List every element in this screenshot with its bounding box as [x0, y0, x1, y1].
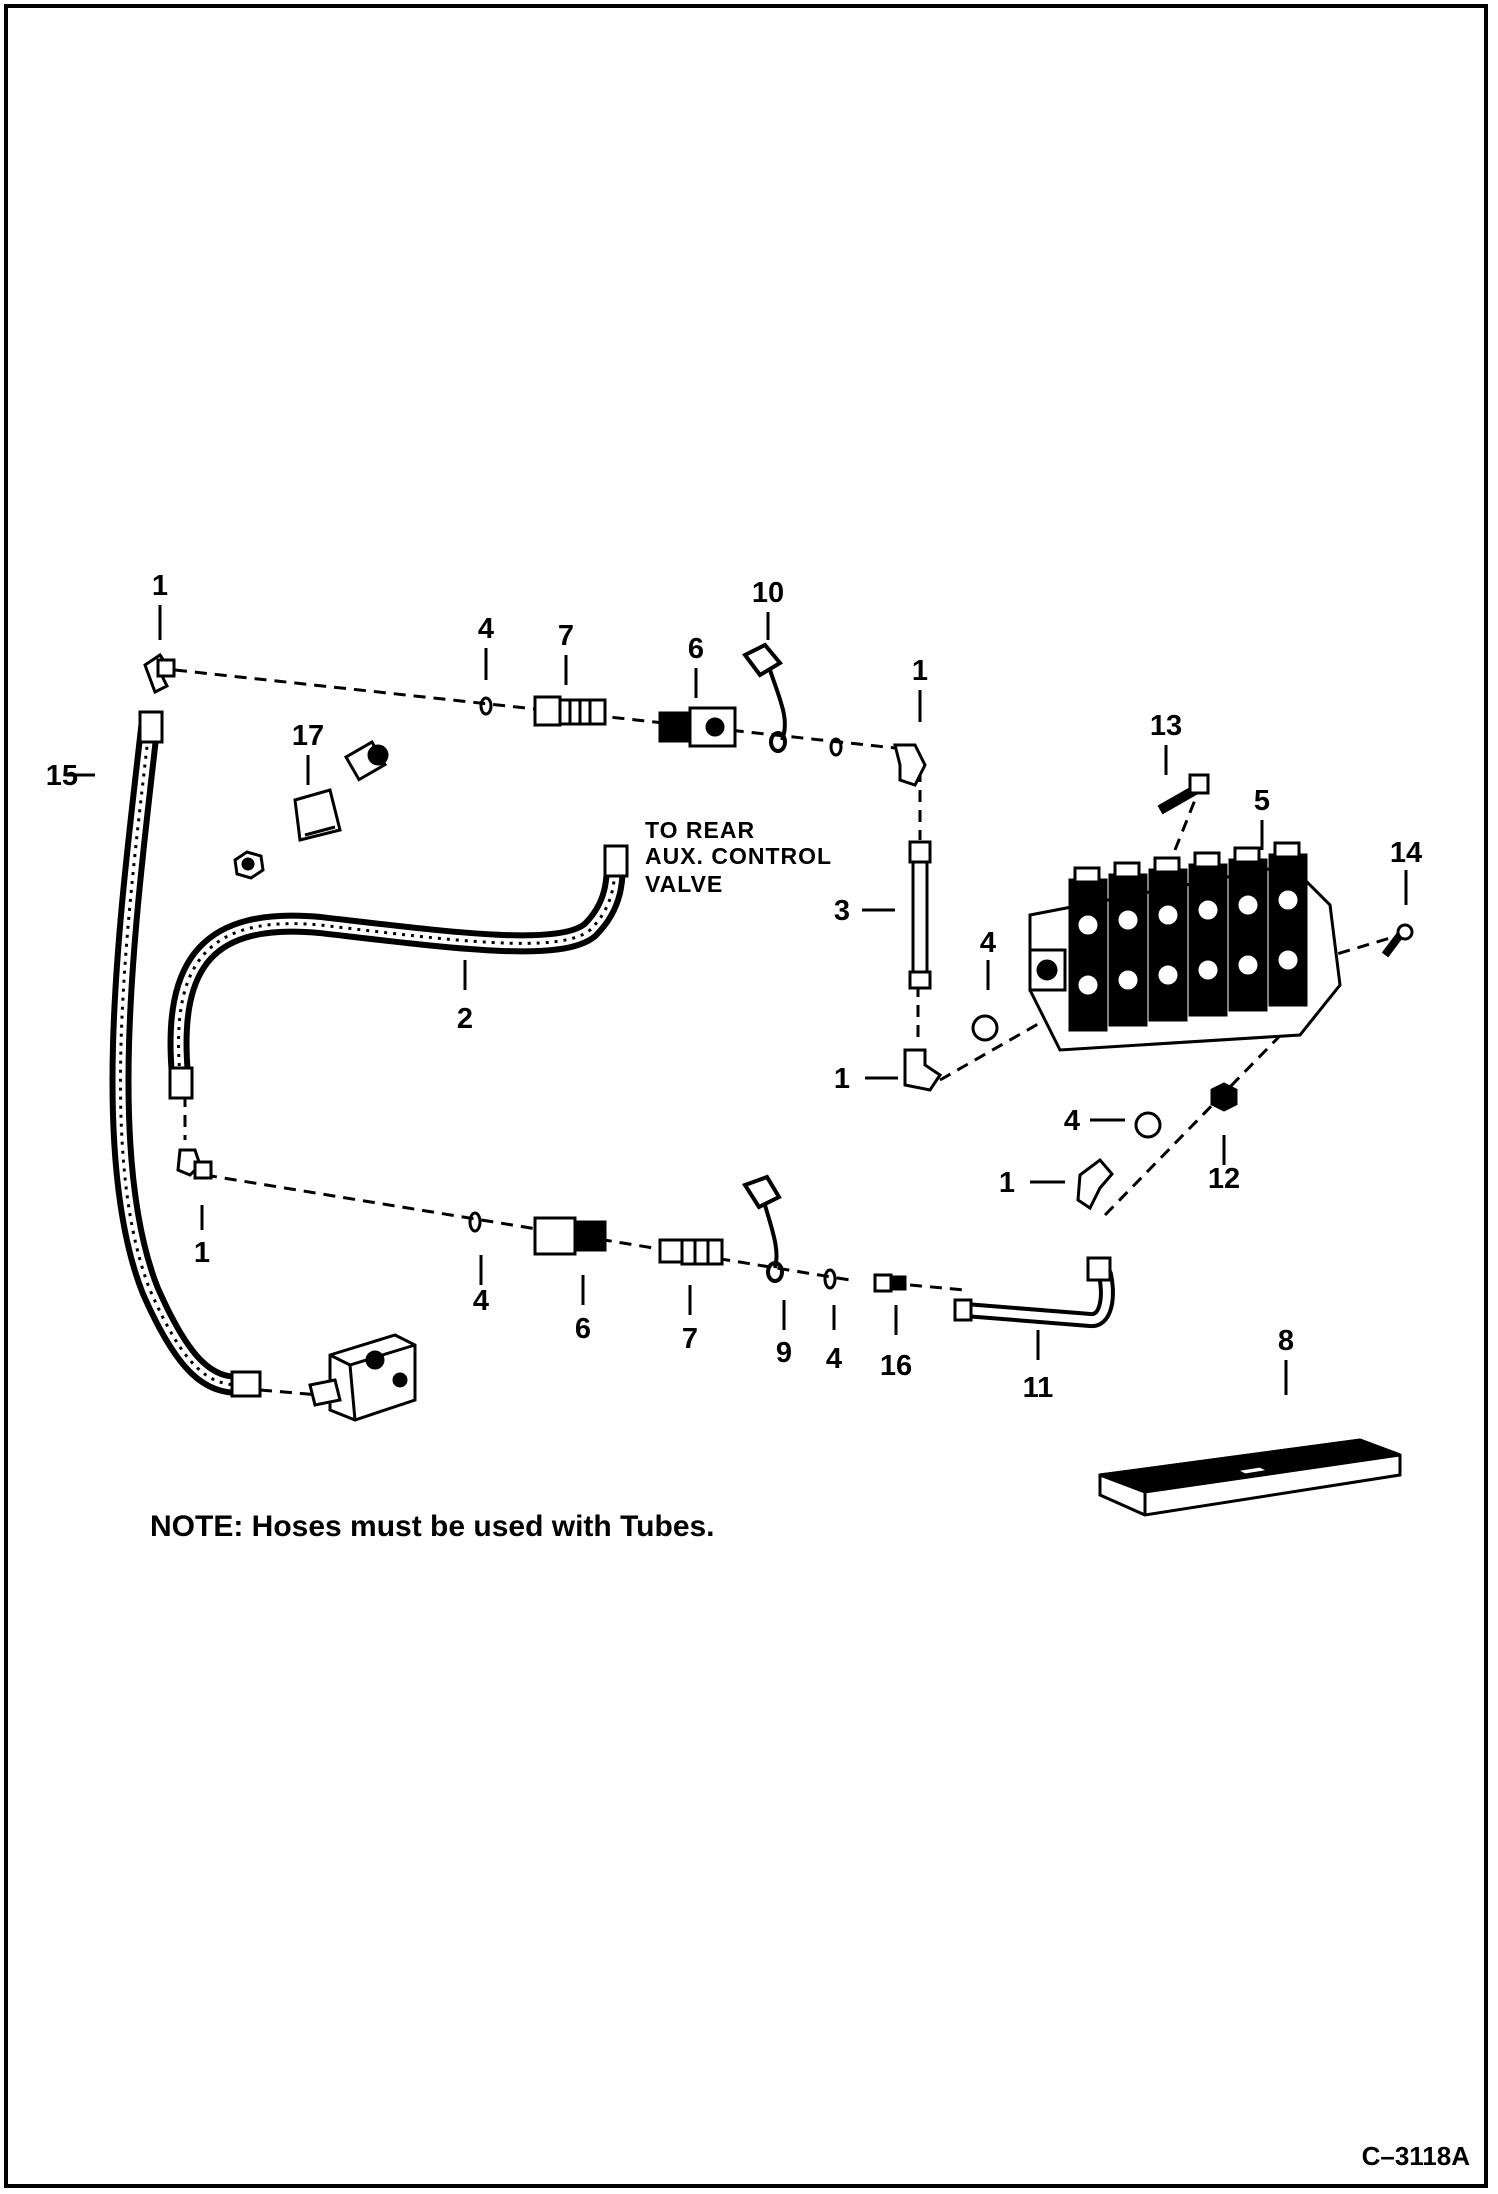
note-text: NOTE: Hoses must be used with Tubes.	[150, 1510, 715, 1543]
hose-destination-label: TO REAR AUX. CONTROL VALVE	[645, 817, 832, 897]
callout-10: 10	[752, 577, 784, 609]
hose-label-line-3: VALVE	[645, 871, 723, 897]
dust-cap-10	[741, 642, 787, 753]
callout-1: 1	[999, 1167, 1015, 1199]
valve-block	[308, 1333, 417, 1422]
page-border	[4, 4, 1488, 2188]
callout-14: 14	[1390, 837, 1422, 869]
callout-1: 1	[194, 1237, 210, 1269]
callout-6: 6	[575, 1313, 591, 1345]
callout-7: 7	[682, 1323, 698, 1355]
tube-11	[953, 1256, 1115, 1328]
callout-4: 4	[473, 1285, 489, 1317]
callout-11: 11	[1023, 1372, 1054, 1404]
callout-4: 4	[1064, 1105, 1080, 1137]
callout-12: 12	[1208, 1163, 1240, 1195]
callout-17: 17	[292, 720, 324, 752]
callout-9: 9	[776, 1337, 792, 1369]
adapter-16	[873, 1273, 907, 1293]
callout-4: 4	[478, 613, 494, 645]
tube-3	[908, 840, 932, 990]
kit-item-8	[1098, 1438, 1402, 1517]
control-valve-5	[1028, 841, 1342, 1052]
hose-15	[109, 718, 241, 1396]
callout-1: 1	[834, 1063, 850, 1095]
plug-12	[1210, 1082, 1238, 1112]
hose-2	[167, 854, 626, 1076]
callout-4: 4	[826, 1343, 842, 1375]
hose-fittings	[138, 710, 629, 1398]
leader-lines	[66, 605, 1408, 1395]
callout-7: 7	[558, 620, 574, 652]
callout-1: 1	[152, 570, 168, 602]
callout-1: 1	[912, 655, 928, 687]
hose-label-line-2: AUX. CONTROL	[645, 843, 832, 869]
callout-2: 2	[457, 1003, 473, 1035]
bracket-17	[233, 740, 389, 880]
figure-id: C–3118A	[1361, 2141, 1470, 2171]
callout-6: 6	[688, 633, 704, 665]
callouts: 1 4 7 6 10 1 15 17 13 5 14 3 4 2 1 4 1 1…	[46, 570, 1422, 1404]
bolt-14	[1381, 923, 1414, 958]
dust-cap-9	[741, 1174, 784, 1283]
callout-3: 3	[834, 895, 850, 927]
elbow-fittings	[143, 652, 1114, 1211]
callout-4: 4	[980, 927, 996, 959]
coupler-7-top	[533, 695, 607, 727]
coupler-7-bottom	[658, 1238, 724, 1266]
callout-5: 5	[1254, 785, 1270, 817]
callout-15: 15	[46, 760, 78, 792]
hose-label-line-1: TO REAR	[645, 817, 755, 843]
callout-13: 13	[1150, 710, 1182, 742]
bolt-13	[1157, 773, 1210, 815]
callout-16: 16	[880, 1350, 912, 1382]
coupler-6-bottom	[533, 1216, 607, 1256]
o-rings	[468, 696, 1162, 1290]
coupler-6-top	[658, 706, 737, 748]
callout-8: 8	[1278, 1325, 1294, 1357]
